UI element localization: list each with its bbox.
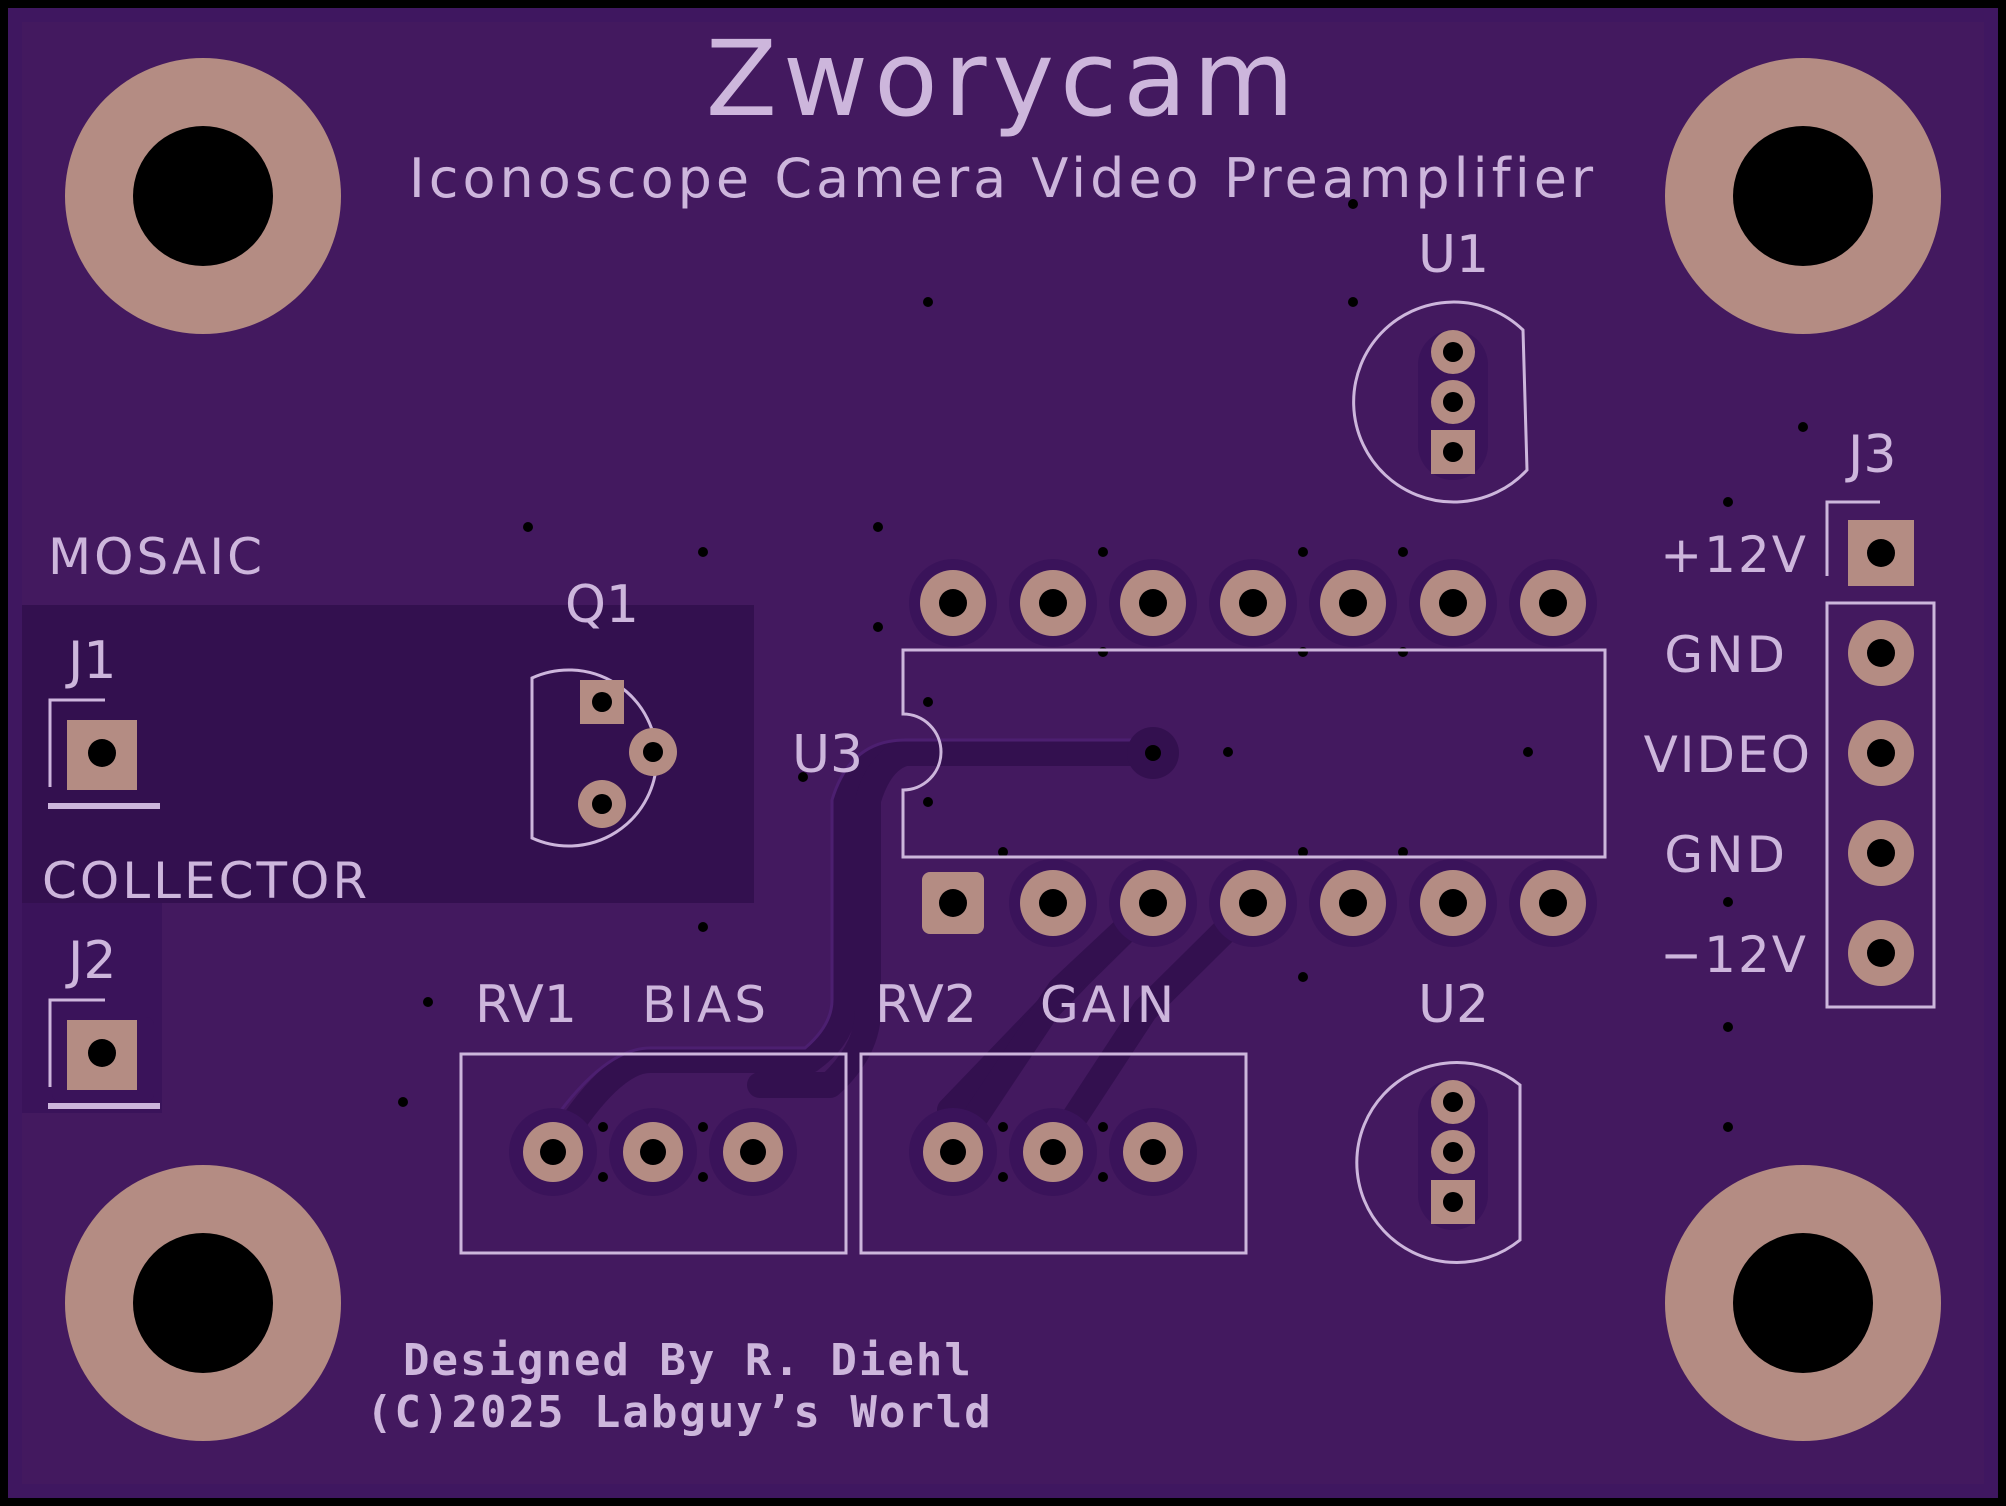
u3-pads — [909, 559, 1597, 947]
u1-outline — [1352, 300, 1529, 504]
j3-label-pin1: +12V — [1660, 526, 1808, 584]
j3-pads — [1848, 520, 1914, 986]
j2-pad — [52, 1017, 154, 1102]
u2-pads — [1418, 1080, 1488, 1230]
refdes-rv1: RV1 — [475, 975, 577, 1035]
refdes-j3: J3 — [1845, 425, 1896, 485]
mounting-hole-bottom-left — [65, 1165, 341, 1441]
j1-marker — [48, 698, 105, 787]
refdes-u3: U3 — [792, 725, 863, 785]
board-title: Zworycam — [706, 18, 1300, 140]
board-subtitle: Iconoscope Camera Video Preamplifier — [409, 147, 1597, 210]
rv2-outline — [859, 1052, 1248, 1255]
refdes-u2: U2 — [1418, 975, 1489, 1035]
j1-pad — [67, 720, 137, 790]
j3-label-pin3: VIDEO — [1644, 726, 1812, 784]
u3-trace-via-hole — [1145, 745, 1161, 761]
j2-marker — [48, 998, 105, 1087]
refdes-q1: Q1 — [565, 575, 639, 635]
j3-label-pin5: −12V — [1660, 926, 1808, 984]
mounting-hole-bottom-right — [1665, 1165, 1941, 1441]
j3-outline — [1825, 601, 1936, 1009]
mounting-hole-top-right — [1665, 58, 1941, 334]
credit-line-1: Designed By R. Diehl — [403, 1335, 973, 1386]
mounting-hole-top-left — [65, 58, 341, 334]
rv2-pads — [909, 1108, 1197, 1196]
j3-label-pin2: GND — [1664, 626, 1788, 684]
q1-pads — [578, 680, 677, 828]
label-mosaic: MOSAIC — [48, 528, 265, 586]
label-gain: GAIN — [1040, 976, 1177, 1034]
u1-pads — [1418, 330, 1488, 480]
refdes-u1: U1 — [1418, 225, 1489, 285]
refdes-rv2: RV2 — [875, 975, 977, 1035]
j3-pin1-marker — [1825, 500, 1880, 576]
copper-traces-edge — [538, 738, 1153, 1141]
u2-outline — [1355, 1061, 1522, 1264]
rv1-pads — [509, 1108, 797, 1196]
refdes-j1: J1 — [65, 631, 116, 691]
label-collector: COLLECTOR — [42, 852, 370, 910]
rv1-outline — [459, 1052, 848, 1255]
j3-label-pin4: GND — [1664, 826, 1788, 884]
u3-outline — [901, 648, 1607, 859]
refdes-j2: J2 — [65, 931, 116, 991]
label-bias: BIAS — [642, 976, 769, 1034]
credit-line-2: (C)2025 Labguy’s World — [366, 1387, 993, 1438]
